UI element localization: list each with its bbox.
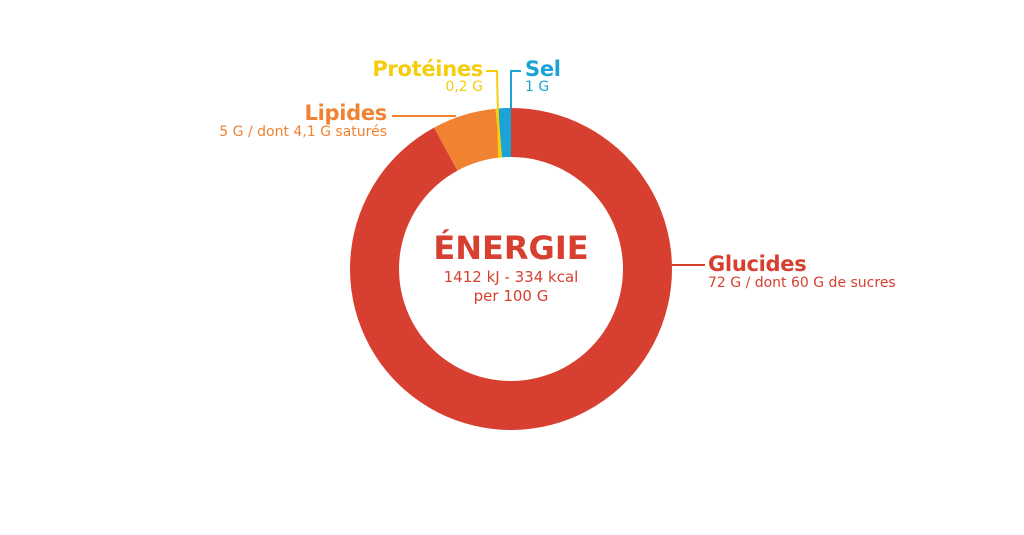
center-per: per 100 G	[473, 287, 549, 305]
detail-lipides: 5 G / dont 4,1 G saturés	[219, 124, 387, 140]
leader-line-sel	[510, 70, 521, 108]
center-title: ÉNERGIE	[433, 229, 589, 267]
label-lipides: Lipides	[304, 101, 388, 125]
slice-lipides	[434, 108, 501, 171]
label-glucides: Glucides	[708, 252, 807, 276]
leader-line-proteines	[486, 70, 500, 159]
detail-sel: 1 G	[525, 79, 550, 95]
label-proteines: Protéines	[372, 57, 483, 81]
label-sel: Sel	[525, 57, 561, 81]
detail-proteines: 0,2 G	[445, 79, 483, 95]
center-energy: 1412 kJ - 334 kcal	[443, 268, 579, 286]
slice-sel	[498, 108, 511, 158]
slice-glucides	[349, 108, 672, 430]
detail-glucides: 72 G / dont 60 G de sucres	[708, 275, 896, 291]
